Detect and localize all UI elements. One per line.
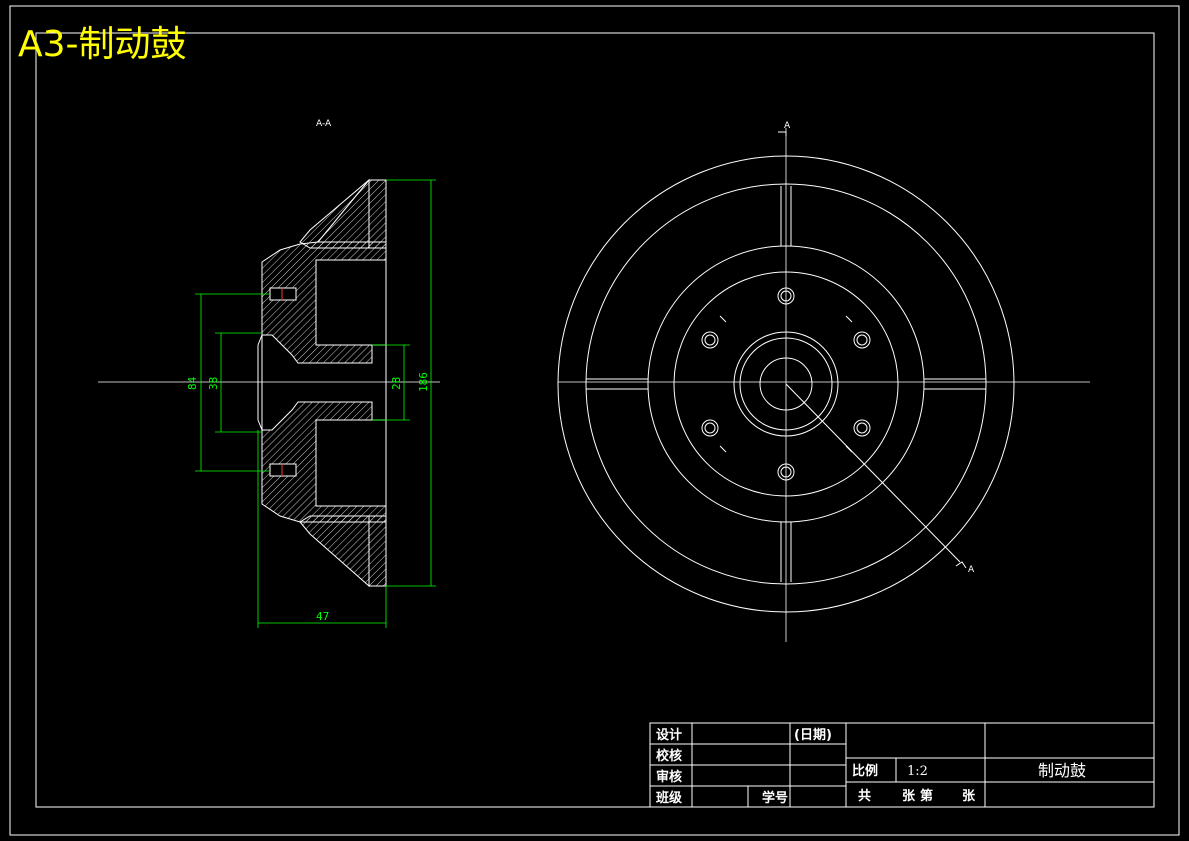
outer-border	[9, 5, 1180, 836]
section-view: A-A	[257, 119, 387, 588]
web-circle	[647, 245, 925, 523]
chamfer-bottom	[257, 419, 263, 431]
cut-label-top: A	[784, 121, 791, 131]
drum-outer-circle	[557, 155, 1015, 613]
tb-scale-value: 1:2	[907, 764, 928, 779]
section-view-label: A-A	[316, 119, 332, 129]
tb-design-label: 设计	[656, 727, 682, 743]
hole-tick-3	[719, 445, 727, 453]
cut-arrow-top	[778, 131, 787, 136]
tb-sheet-unit-label: 张	[902, 789, 916, 804]
hole-tick-2	[845, 315, 853, 323]
hub-lower	[261, 401, 387, 523]
cut-arrow-bottom	[955, 561, 967, 569]
tb-student-id-label: 学号	[762, 790, 788, 806]
inner-border	[35, 32, 1155, 808]
title-block	[649, 722, 1155, 808]
web-upper-line	[317, 179, 370, 243]
dim-28-label: 28	[390, 377, 403, 390]
dim-47-label: 47	[316, 610, 329, 623]
dimensions	[195, 179, 436, 628]
tb-sheet-number-label: 第	[920, 788, 933, 804]
tb-scale-label: 比例	[852, 763, 878, 779]
web-inner-circle	[673, 271, 899, 497]
hub-outer-circle	[733, 331, 839, 437]
chamfer-top	[257, 334, 263, 346]
dim-186-label: 186	[417, 372, 430, 392]
tb-date-label: (日期)	[794, 728, 832, 743]
hub-upper	[261, 241, 387, 364]
bolt-hole-lower	[269, 463, 297, 477]
tb-review-label: 审核	[656, 769, 682, 785]
bolt-hole-4	[777, 463, 795, 481]
web-lower	[299, 515, 370, 588]
tb-part-name: 制动鼓	[1038, 761, 1086, 780]
drum-inner-circle	[585, 183, 987, 585]
hub-mid-circle	[739, 337, 833, 431]
bolt-hole-upper	[269, 287, 297, 301]
hub-bore-circle	[759, 357, 813, 411]
tb-sheet-unit-label2: 张	[962, 789, 976, 804]
cut-label-bottom: A	[968, 565, 975, 575]
tb-sheets-total-label: 共	[858, 788, 871, 804]
flange-upper	[368, 179, 387, 249]
drawing-title: A3-制动鼓	[18, 24, 187, 65]
bolt-hole-6	[701, 331, 719, 349]
bolt-hole-5	[701, 419, 719, 437]
hole-tick-1	[719, 315, 727, 323]
flange-lower	[368, 515, 387, 587]
front-view	[557, 131, 1015, 613]
tb-class-label: 班级	[656, 790, 683, 806]
web-upper	[299, 178, 370, 249]
bolt-hole-3	[853, 419, 871, 437]
dim-84-label: 84	[186, 376, 199, 390]
bolt-hole-1	[777, 287, 795, 305]
tb-check-label: 校核	[656, 748, 682, 764]
dim-38-label: 38	[207, 377, 220, 390]
section-cut-line	[785, 383, 961, 563]
bolt-hole-2	[853, 331, 871, 349]
